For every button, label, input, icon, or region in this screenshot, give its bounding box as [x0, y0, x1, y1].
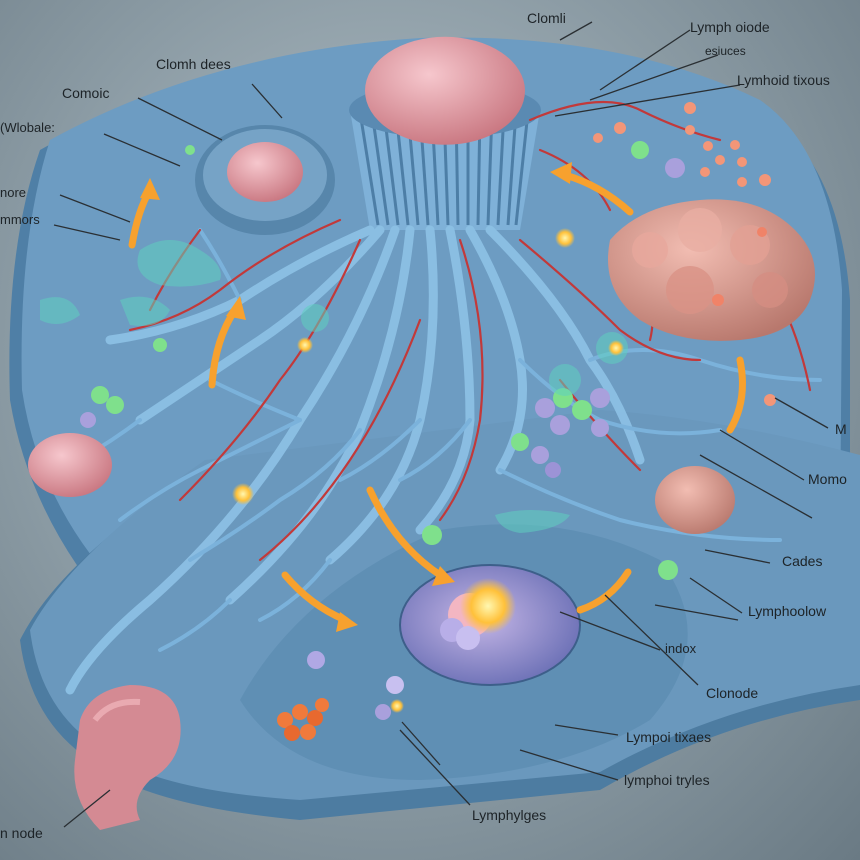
label-esiuces: esiuces	[705, 44, 746, 58]
afferent-vessel-end	[74, 685, 181, 830]
label-lymph-oiode: Lymph oiode	[690, 19, 770, 35]
label-lymphoolow: Lymphoolow	[748, 603, 827, 619]
label-clomli: Clomli	[527, 10, 566, 26]
label-cades: Cades	[782, 553, 823, 569]
node-left	[28, 433, 112, 497]
label-clonode: Clonode	[706, 685, 759, 701]
label-n-node: n node	[0, 825, 43, 841]
flow-arrow-heads	[140, 162, 572, 632]
label-nore: nore	[0, 185, 27, 200]
lymphoid-cluster-right	[608, 199, 815, 341]
label-lymphylges: Lymphylges	[472, 807, 547, 823]
antigen-dots	[593, 102, 776, 406]
label-comoic: Comoic	[62, 85, 110, 101]
node-right-lower	[655, 466, 735, 534]
label-wlobale: (Wlobale:	[0, 120, 55, 135]
label-clomh-dees: Clomh dees	[156, 56, 231, 72]
node-pit-top-left	[195, 125, 335, 235]
label-lympoi-tixaes: Lympoi tixaes	[626, 729, 712, 745]
label-mmors: mmors	[0, 212, 40, 227]
label-leader-lines	[53, 21, 829, 828]
activation-glows	[232, 228, 624, 713]
label-lymhoid-tixous: Lymhoid tixous	[737, 72, 830, 88]
label-indox: indox	[665, 641, 697, 656]
label-m: M	[835, 421, 847, 437]
orange-cluster	[277, 698, 329, 741]
germinal-center	[399, 564, 581, 686]
dendritic-cells	[40, 240, 628, 533]
vessel-column	[349, 36, 541, 230]
label-momo: Momo	[808, 471, 847, 487]
lymphocytes	[80, 141, 685, 720]
label-lymphoi-tryles: lymphoi tryles	[624, 772, 710, 788]
